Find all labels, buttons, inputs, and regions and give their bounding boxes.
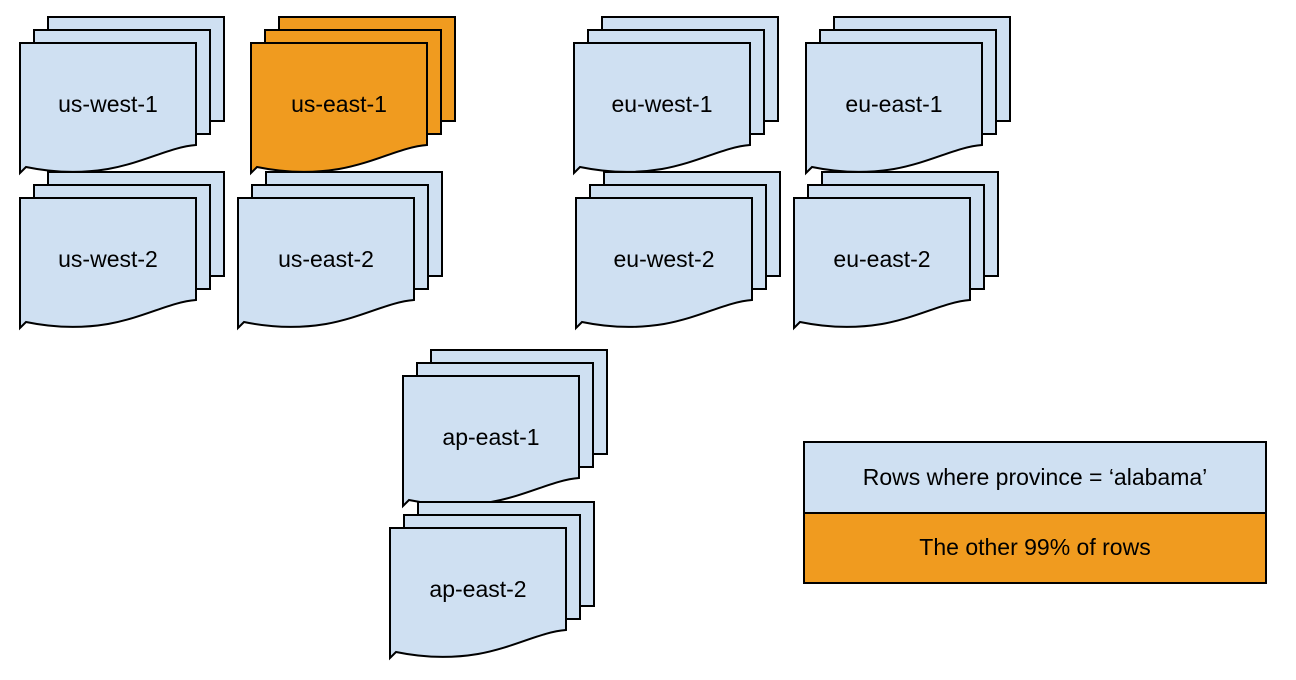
region-stack: us-east-2 (237, 171, 443, 331)
region-stack: ap-east-2 (389, 501, 595, 661)
region-stack: us-east-1 (250, 16, 456, 176)
region-label: us-west-2 (58, 246, 158, 272)
region-stack: eu-east-2 (793, 171, 999, 331)
region-label: ap-east-2 (429, 576, 527, 602)
region-stack: us-west-2 (19, 171, 225, 331)
region-label: us-east-2 (278, 246, 374, 272)
region-label: eu-east-2 (833, 246, 931, 272)
region-label: eu-west-1 (611, 91, 713, 117)
legend-item-label: The other 99% of rows (919, 534, 1151, 561)
region-stack: ap-east-1 (402, 349, 608, 509)
region-stack: eu-west-2 (575, 171, 781, 331)
region-stack: eu-west-1 (573, 16, 779, 176)
region-label: us-east-1 (291, 91, 387, 117)
legend-item-label: Rows where province = ‘alabama’ (862, 463, 1208, 490)
region-label: eu-west-2 (613, 246, 715, 272)
region-stack: us-west-1 (19, 16, 225, 176)
region-label: us-west-1 (58, 91, 158, 117)
legend: Rows where province = ‘alabama’ The othe… (803, 441, 1267, 584)
region-stack: eu-east-1 (805, 16, 1011, 176)
legend-item: The other 99% of rows (805, 511, 1265, 582)
legend-item: Rows where province = ‘alabama’ (805, 443, 1265, 512)
region-label: eu-east-1 (845, 91, 943, 117)
region-label: ap-east-1 (442, 424, 540, 450)
